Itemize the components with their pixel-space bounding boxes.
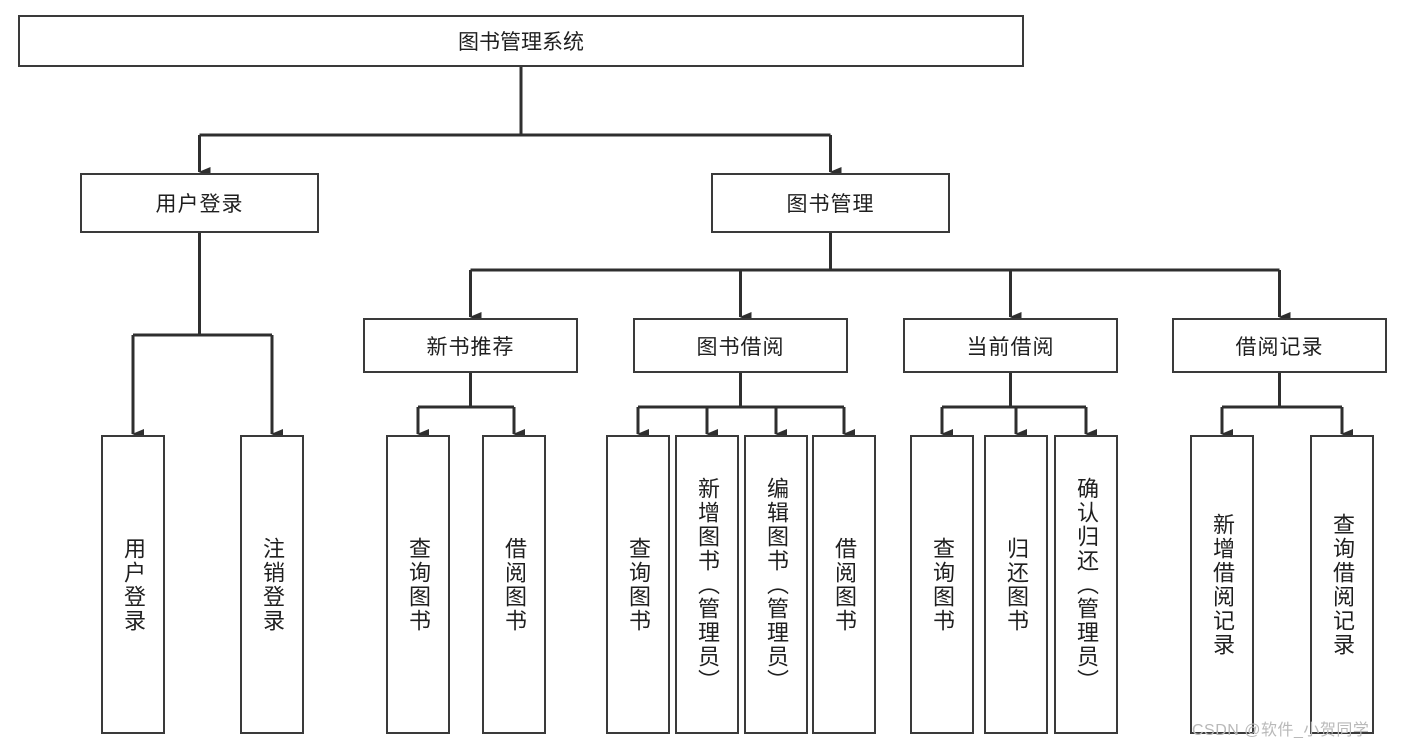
leaf-leaf-user-login[interactable]: 用户登录 [101,435,165,734]
leaf-leaf-confirm-return[interactable]: 确认归还（管理员） [1054,435,1118,734]
leaf-leaf-add-record[interactable]: 新增借阅记录 [1190,435,1254,734]
watermark-label: CSDN @软件_小贺同学 [1192,722,1370,739]
node-label: 查询图书 [929,536,955,633]
leaf-leaf-query-record[interactable]: 查询借阅记录 [1310,435,1374,734]
node-label: 编辑图书（管理员） [763,476,789,693]
node-label: 新书推荐 [426,335,515,359]
node-current-borrow[interactable]: 当前借阅 [903,318,1118,373]
node-label: 图书管理系统 [458,31,584,54]
leaf-leaf-borrow-book-rec[interactable]: 借阅图书 [482,435,546,734]
node-label: 新增图书（管理员） [694,476,720,693]
node-label: 用户登录 [120,536,146,633]
node-label: 借阅图书 [831,536,857,633]
node-label: 用户登录 [155,193,244,216]
node-label: 注销登录 [259,536,285,633]
leaf-leaf-user-logout[interactable]: 注销登录 [240,435,304,734]
leaf-leaf-borrow-book[interactable]: 借阅图书 [812,435,876,734]
leaf-leaf-add-book[interactable]: 新增图书（管理员） [675,435,739,734]
leaf-leaf-query-book-rec[interactable]: 查询图书 [386,435,450,734]
leaf-leaf-query-book[interactable]: 查询图书 [606,435,670,734]
node-label: 确认归还（管理员） [1073,476,1099,693]
node-new-book-rec[interactable]: 新书推荐 [363,318,578,373]
node-label: 借阅记录 [1235,335,1324,359]
node-label: 借阅图书 [501,536,527,633]
node-label: 查询借阅记录 [1329,512,1355,657]
leaf-leaf-return-book[interactable]: 归还图书 [984,435,1048,734]
node-label: 当前借阅 [966,335,1055,359]
node-label: 归还图书 [1003,536,1029,633]
node-label: 新增借阅记录 [1209,512,1235,657]
node-label: 查询图书 [625,536,651,633]
node-book-manage[interactable]: 图书管理 [711,173,950,233]
node-label: 图书借阅 [696,335,785,359]
node-borrow-record[interactable]: 借阅记录 [1172,318,1387,373]
node-user-login[interactable]: 用户登录 [80,173,319,233]
node-label: 查询图书 [405,536,431,633]
node-label: 图书管理 [786,193,875,216]
leaf-leaf-edit-book[interactable]: 编辑图书（管理员） [744,435,808,734]
leaf-leaf-query-book-cur[interactable]: 查询图书 [910,435,974,734]
node-book-borrow[interactable]: 图书借阅 [633,318,848,373]
node-root[interactable]: 图书管理系统 [18,15,1024,67]
